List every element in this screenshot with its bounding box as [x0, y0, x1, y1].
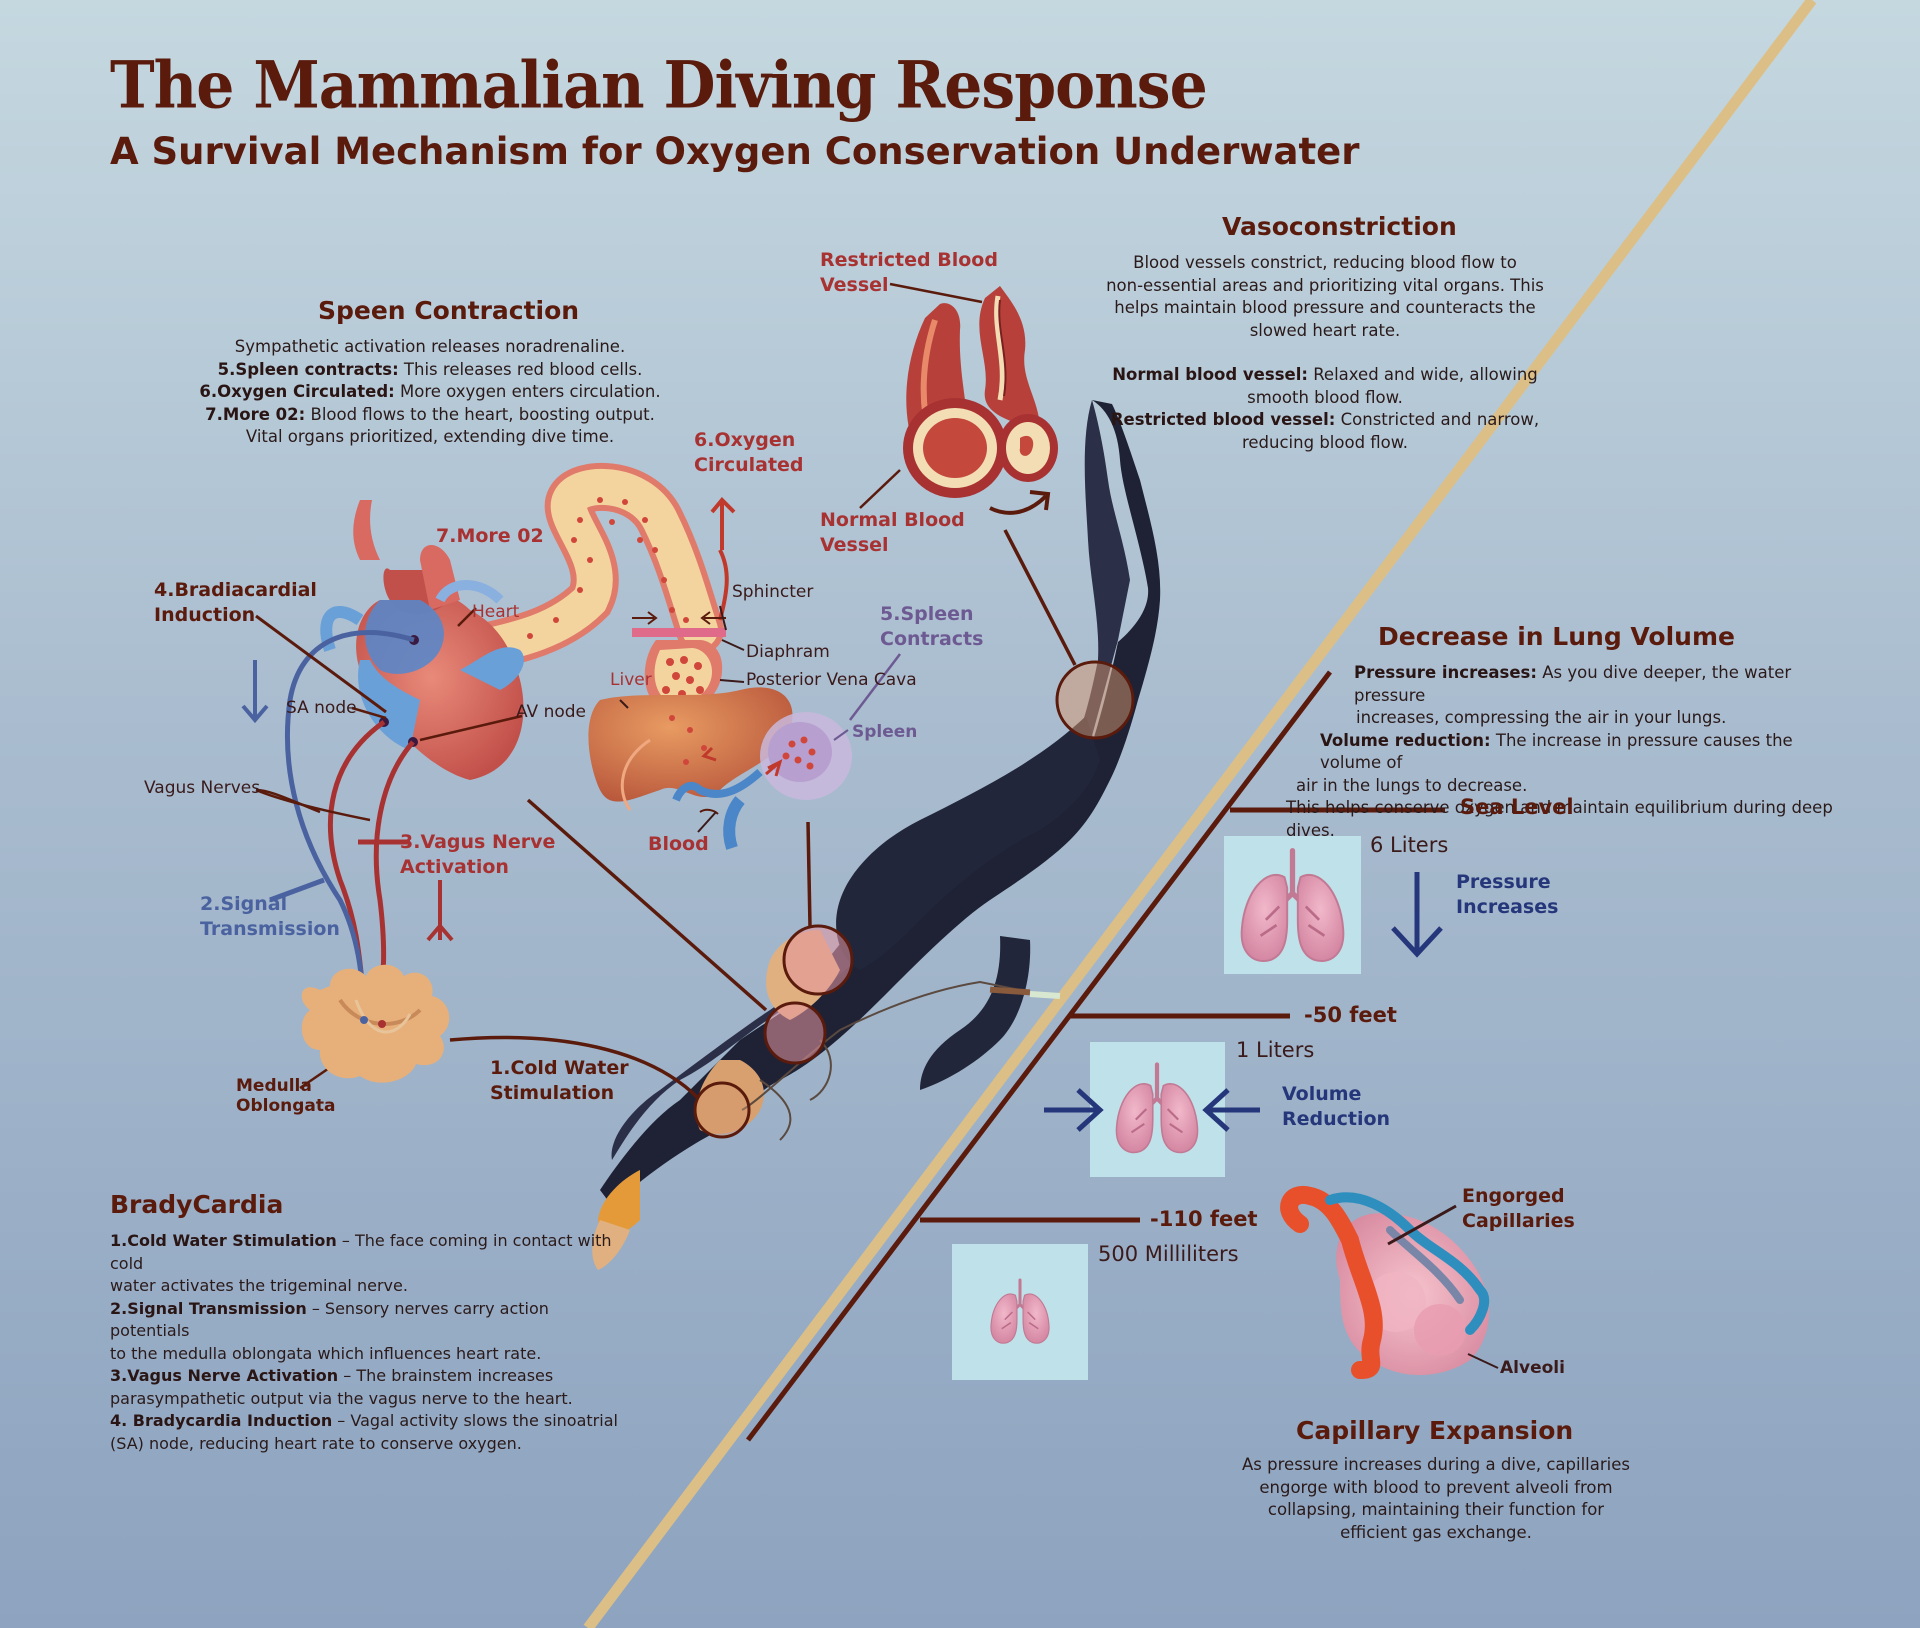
lung-volume-heading: Decrease in Lung Volume — [1378, 622, 1735, 651]
heart-illustration — [320, 500, 524, 780]
sa-node-label: SA node — [286, 698, 357, 718]
vaso-description: Blood vessels constrict, reducing blood … — [1080, 252, 1570, 454]
vagus-nerves-label: Vagus Nerves — [144, 778, 261, 798]
spleen-outro: Vital organs prioritized, extending dive… — [245, 427, 615, 446]
spleen-item-5: 5.Spleen contracts: This releases red bl… — [217, 359, 643, 379]
liver-label: Liver — [610, 670, 652, 690]
vaso-normal: Normal blood vessel: Relaxed and wide, a… — [1112, 365, 1538, 384]
spleen-item-6: 6.Oxygen Circulated: More oxygen enters … — [199, 382, 661, 401]
spleen-item-7: 7.More 02: Blood flows to the heart, boo… — [205, 404, 655, 424]
capillary-illustration — [1280, 1185, 1499, 1379]
depth-axis-line — [746, 670, 1332, 1442]
alveoli-label: Alveoli — [1500, 1358, 1565, 1378]
sea-level-label: Sea Level — [1460, 795, 1574, 819]
depth-50-label: -50 feet — [1304, 1003, 1397, 1027]
depth-110-label: -110 feet — [1150, 1207, 1258, 1231]
capillary-description: As pressure increases during a dive, cap… — [1242, 1455, 1630, 1542]
heart-label: Heart — [472, 602, 520, 622]
connector-lines — [449, 529, 1077, 1100]
blood-vessel-illustration — [859, 282, 1058, 515]
pressure-down-arrow-icon — [1391, 872, 1443, 958]
diaphram-label: Diaphram — [746, 642, 830, 662]
page-subtitle: A Survival Mechanism for Oxygen Conserva… — [110, 130, 1360, 173]
lung-box-hundred-ten-feet — [952, 1244, 1088, 1380]
capillary-heading: Capillary Expansion — [1296, 1416, 1574, 1445]
page-title: The Mammalian Diving Response — [110, 48, 1208, 124]
spleen-description: Sympathetic activation releases noradren… — [180, 336, 680, 449]
volume-1l-label: 1 Liters — [1236, 1038, 1315, 1062]
posterior-vena-cava-label: Posterior Vena Cava — [746, 670, 917, 690]
spleen-label: Spleen — [852, 722, 918, 742]
av-node-label: AV node — [516, 702, 587, 722]
bradycardia-heading: BradyCardia — [110, 1190, 284, 1219]
blood-label: Blood — [648, 833, 709, 855]
circulation-illustration — [446, 462, 901, 850]
zoom-circles — [693, 660, 1135, 1139]
volume-6l-label: 6 Liters — [1370, 833, 1449, 857]
medulla-oblongata-illustration — [301, 964, 450, 1083]
spleen-intro: Sympathetic activation releases noradren… — [234, 337, 626, 356]
rope-line — [583, 0, 1817, 1628]
more-o2-label: 7.More 02 — [436, 525, 544, 547]
volume-500ml-label: 500 Milliliters — [1098, 1242, 1239, 1266]
vaso-heading: Vasoconstriction — [1222, 212, 1457, 241]
nerve-paths — [241, 607, 523, 1090]
volume-reduction-arrows-icon — [1044, 1088, 1260, 1132]
lung-volume-description: Pressure increases: As you dive deeper, … — [1286, 663, 1833, 840]
vaso-restricted: Restricted blood vessel: Constricted and… — [1110, 410, 1540, 429]
spleen-heading: Speen Contraction — [318, 296, 580, 325]
sphincter-label: Sphincter — [732, 582, 814, 602]
bradycardia-description: 1.Cold Water Stimulation – The face comi… — [110, 1231, 618, 1453]
